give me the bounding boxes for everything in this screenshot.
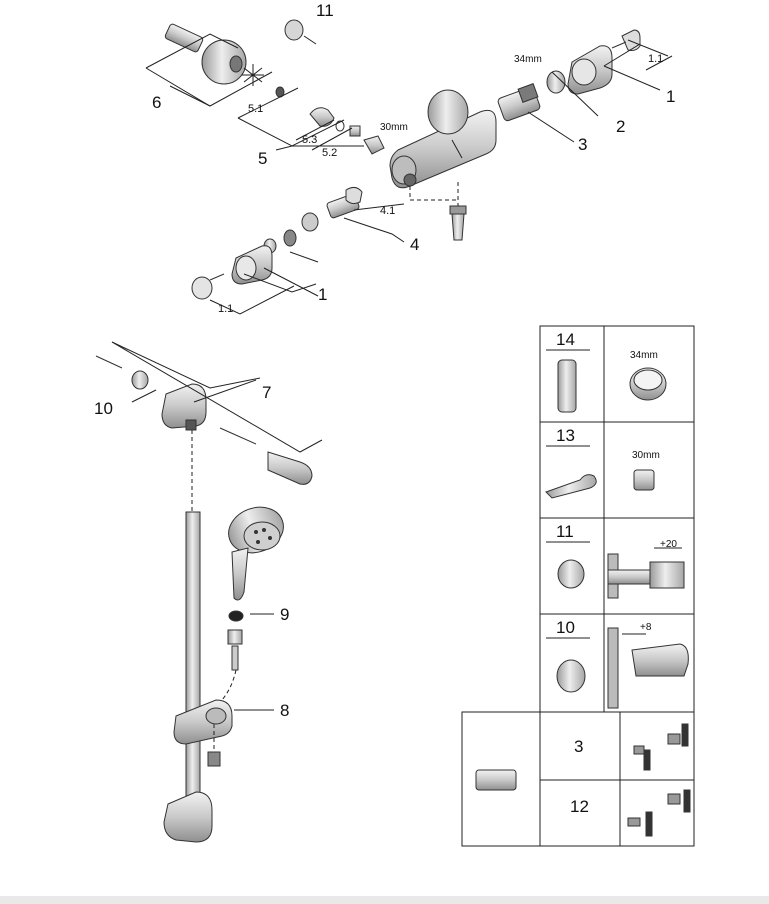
table-row-13-dim: 30mm: [632, 450, 660, 461]
wall-screw-lower: [219, 427, 257, 445]
table-row-11-dim: +20: [660, 539, 677, 550]
seal-ring: [228, 610, 244, 622]
left-union-assembly: [309, 107, 385, 155]
top-callouts: 11 6 5.1 5 5.3 5.2 30mm 34mm 1.1 1 2 3 4…: [152, 1, 675, 315]
table-row-14-dim: 34mm: [630, 350, 658, 361]
callout-1-bottom: 1: [318, 285, 327, 304]
thermostat-exploded-view: 11 6 5.1 5 5.3 5.2 30mm 34mm 1.1 1 2 3 4…: [145, 1, 675, 315]
adapter-icon: [475, 769, 517, 791]
hand-shower: [228, 506, 284, 601]
table-row-13-number: 13: [556, 426, 575, 445]
callout-1-1-bottom: 1.1: [218, 303, 233, 315]
hose-connector: [207, 751, 221, 767]
callout-11: 11: [316, 1, 334, 20]
table-bottom-row-3: 3: [574, 737, 583, 756]
left-top-rosette-assembly: [164, 19, 304, 98]
callout-3: 3: [578, 135, 587, 154]
thermostat-body: [389, 89, 497, 189]
table-row-10-number: 10: [556, 618, 575, 637]
callout-10: 10: [94, 399, 113, 418]
shower-set-view: 10 7 9 8: [94, 341, 323, 843]
dim-34mm-top: 34mm: [514, 54, 542, 65]
page-footer-bar: [0, 896, 769, 904]
outlet-connector: [409, 182, 467, 241]
accessory-table: 14 34mm 13 30mm 11 +20 10 +8: [461, 325, 695, 847]
cartridge-sleeve-icon: [557, 359, 577, 413]
thermometer-adapter-icon-a: [633, 723, 689, 771]
right-handle-assembly: [497, 29, 641, 122]
callout-5-1: 5.1: [248, 103, 263, 115]
callout-8: 8: [280, 701, 289, 720]
callout-4: 4: [410, 235, 419, 254]
callout-9: 9: [280, 605, 289, 624]
callout-1-top: 1: [666, 87, 675, 106]
table-bottom-row-12: 12: [570, 797, 589, 816]
hose-nut: [227, 629, 243, 645]
bracket-cap: [267, 451, 313, 485]
callout-5-3: 5.3: [302, 134, 317, 146]
thermometer-adapter-icon-b: [627, 789, 691, 837]
shower-rail: [185, 511, 201, 813]
wall-bracket: [161, 383, 207, 429]
table-row-10-dim: +8: [640, 622, 652, 633]
bracket-foot: [185, 419, 197, 431]
callout-2: 2: [616, 117, 625, 136]
nut-30mm-icon: [633, 469, 655, 491]
callout-4-1: 4.1: [380, 205, 395, 217]
callout-5: 5: [258, 149, 267, 168]
callout-1-1-top: 1.1: [648, 53, 663, 65]
callout-6: 6: [152, 93, 161, 112]
callout-5-2: 5.2: [322, 147, 337, 159]
extension-icon: [557, 559, 585, 589]
hose: [231, 645, 239, 671]
leader-lines: [145, 33, 673, 315]
rail-bottom-bracket: [163, 791, 213, 843]
table-row-11-number: 11: [556, 522, 574, 541]
callout-7: 7: [262, 383, 271, 402]
wall-screw-upper: [95, 355, 149, 390]
table-row-14-number: 14: [556, 330, 575, 349]
rosette-icon: [556, 659, 586, 693]
dim-30mm-top: 30mm: [380, 122, 408, 133]
wrench-icon: [545, 474, 597, 499]
lower-union-assembly: [191, 186, 363, 300]
